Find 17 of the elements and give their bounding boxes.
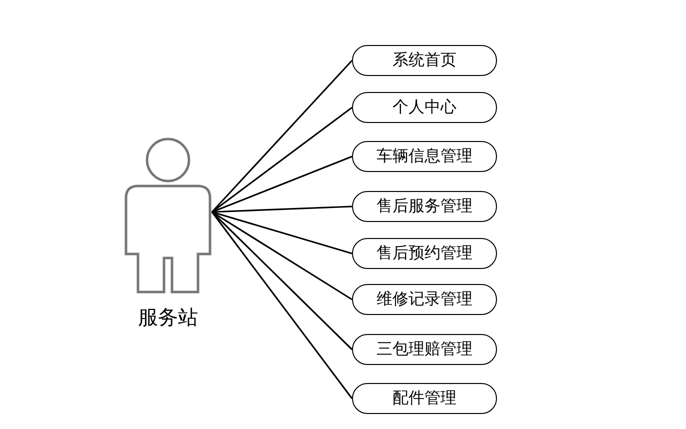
use-case-box: 个人中心 (352, 92, 497, 123)
use-case-box: 三包理赔管理 (352, 334, 497, 365)
use-case-box: 维修记录管理 (352, 284, 497, 315)
connector-line (211, 212, 353, 399)
connector-line (212, 206, 352, 213)
connector-line (211, 211, 353, 350)
connector-line (211, 60, 353, 213)
connector-line (212, 106, 352, 213)
connector-line (212, 211, 352, 300)
use-case-box: 售后服务管理 (352, 191, 497, 222)
actor-name: 服务站 (138, 304, 198, 331)
use-case-box: 配件管理 (352, 383, 497, 414)
connector-line (212, 156, 352, 213)
use-case-box: 系统首页 (352, 45, 497, 76)
use-case-box: 车辆信息管理 (352, 141, 497, 172)
use-case-box: 售后预约管理 (352, 238, 497, 269)
connector-line (212, 211, 352, 254)
